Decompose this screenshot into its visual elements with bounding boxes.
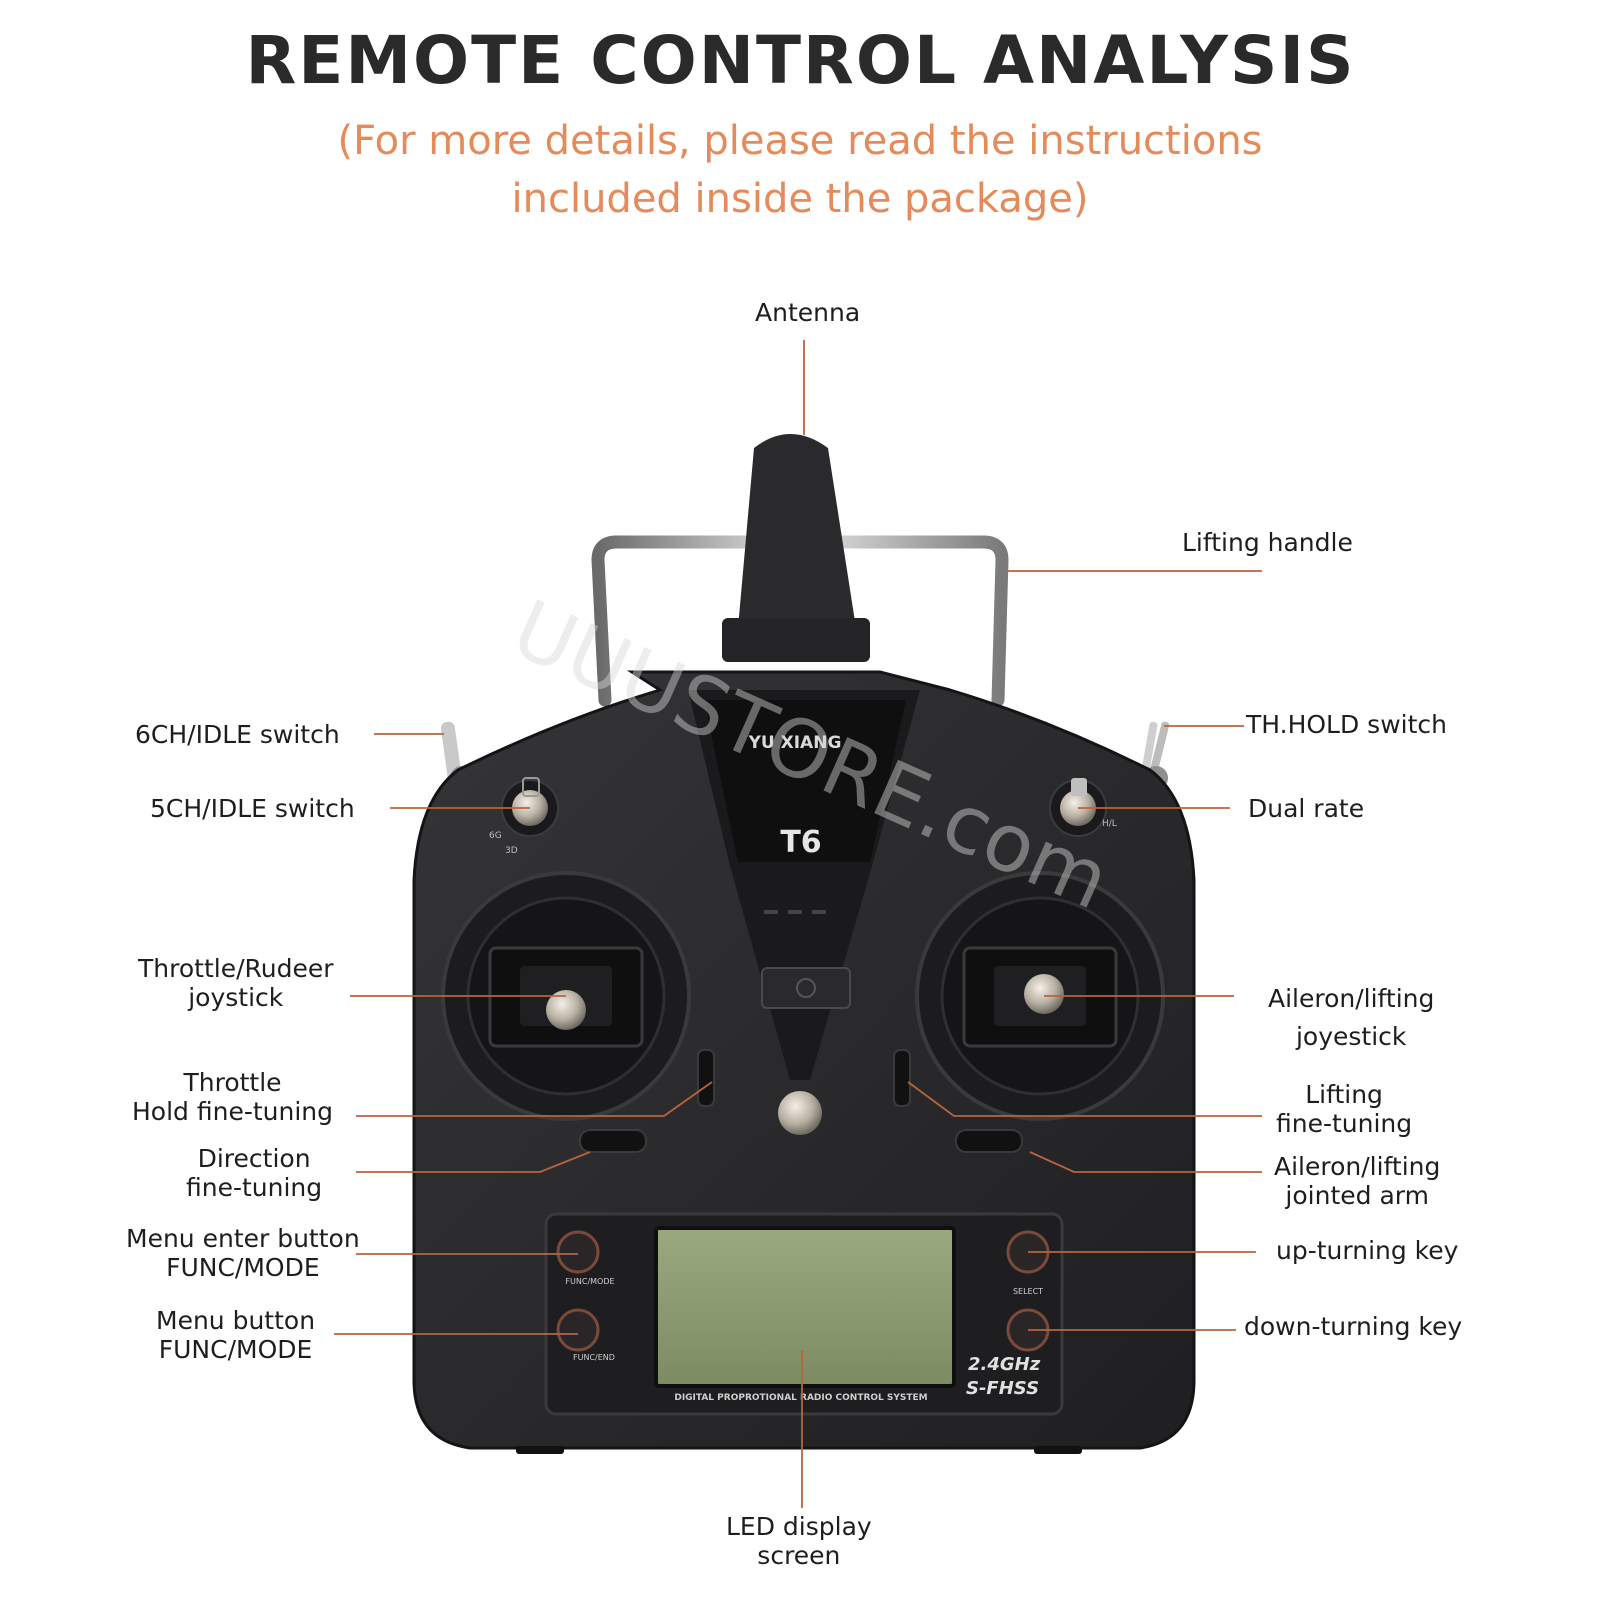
label-6ch-idle-switch: 6CH/IDLE switch <box>135 720 340 749</box>
center-screw <box>778 1091 822 1135</box>
select-small-label: SELECT <box>1013 1287 1043 1296</box>
foot <box>516 1446 564 1454</box>
label-throttle-rudder-joystick: Throttle/Rudeer joystick <box>138 954 334 1012</box>
label-thold-line-1: Throttle <box>183 1068 282 1097</box>
label-throttle-line-2: joystick <box>188 983 284 1012</box>
lifting-trim[interactable] <box>893 1049 911 1107</box>
leader-direction <box>356 1151 591 1173</box>
label-aileron-line-2: joyestick <box>1295 1022 1407 1051</box>
label-led-line-1: LED display <box>726 1512 872 1541</box>
subtitle-line-1: (For more details, please read the instr… <box>337 118 1263 164</box>
label-aileron-line-1: Aileron/lifting <box>1268 984 1435 1013</box>
speaker-slot <box>788 910 802 914</box>
speaker-slot <box>812 910 826 914</box>
func-end-small-label: FUNC/END <box>573 1353 615 1362</box>
label-up-turning-key: up-turning key <box>1276 1236 1459 1265</box>
panel-caption: DIGITAL PROPROTIONAL RADIO CONTROL SYSTE… <box>674 1393 927 1403</box>
label-lifting-line-2: fine-tuning <box>1276 1109 1413 1138</box>
label-direction-line-2: fine-tuning <box>186 1173 323 1202</box>
leader-lifting-ft <box>907 1081 1262 1117</box>
leader-lines <box>334 340 1262 1508</box>
page-title: REMOTE CONTROL ANALYSIS <box>245 22 1356 99</box>
label-menu-line-2: FUNC/MODE <box>158 1335 313 1364</box>
menu-button[interactable] <box>556 1308 600 1352</box>
label-thold-line-2: Hold fine-tuning <box>132 1097 334 1126</box>
label-led-display-screen: LED display screen <box>726 1512 872 1570</box>
leader-throttle-hold-ft <box>356 1081 713 1117</box>
antenna <box>738 434 856 628</box>
lcd-display-screen <box>654 1226 956 1388</box>
label-dual-rate: Dual rate <box>1248 794 1365 823</box>
label-menu-enter-button: Menu enter button FUNC/MODE <box>126 1224 360 1282</box>
switch-label-hl: H/L <box>1102 819 1117 829</box>
power-button[interactable] <box>761 967 851 1009</box>
label-th-hold-switch: TH.HOLD switch <box>1246 710 1447 739</box>
label-aileron-lifting-jointed-arm: Aileron/lifting jointed arm <box>1274 1152 1440 1210</box>
page-subtitle: (For more details, please read the instr… <box>300 112 1300 228</box>
label-lifting-fine-tuning: Lifting fine-tuning <box>1276 1080 1412 1138</box>
label-aileron-lifting-joystick: Aileron/lifting joyestick <box>1268 980 1434 1056</box>
switch-label-6g: 6G <box>489 831 502 841</box>
antenna-base <box>722 618 870 662</box>
label-5ch-idle-switch: 5CH/IDLE switch <box>150 794 355 823</box>
label-arm-line-2: jointed arm <box>1285 1181 1429 1210</box>
throttle-hold-trim[interactable] <box>697 1049 715 1107</box>
label-lifting-handle: Lifting handle <box>1182 528 1353 557</box>
label-direction-line-1: Direction <box>197 1144 311 1173</box>
label-lifting-line-1: Lifting <box>1305 1080 1383 1109</box>
label-enter-line-2: FUNC/MODE <box>166 1253 320 1282</box>
label-down-turning-key: down-turning key <box>1244 1312 1463 1341</box>
label-menu-button: Menu button FUNC/MODE <box>156 1306 315 1364</box>
foot <box>1034 1446 1082 1454</box>
direction-trim[interactable] <box>579 1129 647 1153</box>
label-arm-line-1: Aileron/lifting <box>1274 1152 1441 1181</box>
brand-logo-text: YU XIANG <box>748 733 842 753</box>
band-label: 2.4GHz <box>968 1354 1041 1375</box>
label-enter-line-1: Menu enter button <box>126 1224 360 1253</box>
label-antenna: Antenna <box>755 298 861 327</box>
protocol-label: S-FHSS <box>966 1378 1039 1399</box>
aileron-lifting-joystick[interactable] <box>915 871 1165 1121</box>
switch-label-3d: 3D <box>505 846 518 856</box>
brand-plate <box>704 700 906 862</box>
label-menu-line-1: Menu button <box>156 1306 316 1335</box>
label-throttle-line-1: Throttle/Rudeer <box>138 954 334 983</box>
ch5-idle-switch[interactable] <box>501 777 559 837</box>
model-text: T6 <box>780 825 821 860</box>
leader-aileron-arm <box>1029 1151 1262 1173</box>
func-mode-small-label: FUNC/MODE <box>565 1277 614 1286</box>
label-throttle-hold-fine-tuning: Throttle Hold fine-tuning <box>132 1068 333 1126</box>
speaker-slot <box>764 910 778 914</box>
label-direction-fine-tuning: Direction fine-tuning <box>186 1144 322 1202</box>
subtitle-line-2: included inside the package) <box>511 176 1089 222</box>
menu-enter-button[interactable] <box>556 1230 600 1274</box>
throttle-rudder-joystick[interactable] <box>441 871 691 1121</box>
label-led-line-2: screen <box>757 1541 841 1570</box>
aileron-arm-trim[interactable] <box>955 1129 1023 1153</box>
